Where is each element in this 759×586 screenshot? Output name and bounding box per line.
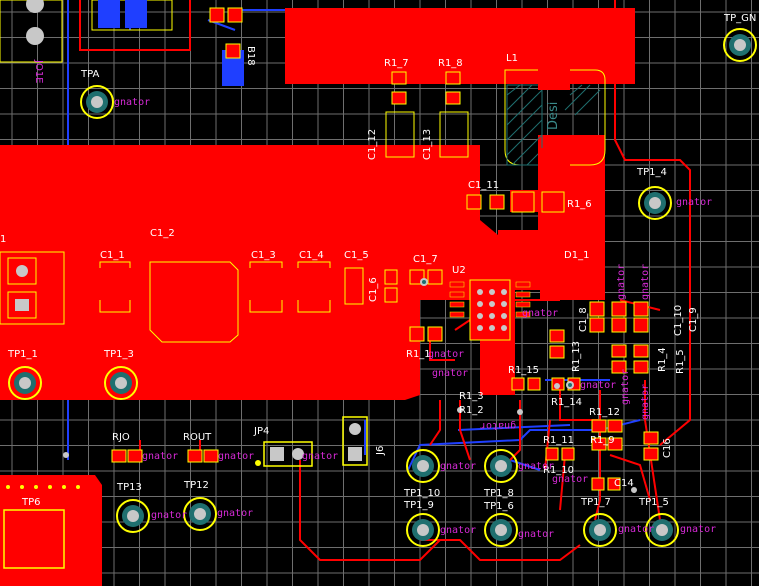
label-j6: J6 <box>375 445 386 455</box>
net-jp4: gnator <box>302 451 339 462</box>
net-tp1-7: gnator <box>618 524 655 535</box>
label-tp12: TP12 <box>184 480 209 491</box>
label-r1-1: R1_1 <box>406 349 431 360</box>
label-l1: L1 <box>506 53 518 64</box>
label-tp-gn: TP_GN <box>724 13 757 24</box>
net-tp1-4: gnator <box>676 197 713 208</box>
label-tp1-1: TP1_1 <box>8 349 38 360</box>
j6-header <box>342 416 368 466</box>
label-tp1-10: TP1_10 <box>404 488 441 499</box>
label-tp6: TP6 <box>22 497 41 508</box>
label-rjo: RJO <box>112 432 130 443</box>
l1-footprint <box>504 64 606 174</box>
net-c1-8v: gnator <box>616 263 627 300</box>
net-tp1-5: gnator <box>680 524 717 535</box>
label-r1-4: R1_4 <box>657 347 668 372</box>
net-r1-3: gnator <box>480 420 517 431</box>
label-tp1-3: TP1_3 <box>104 349 134 360</box>
vias <box>63 278 637 493</box>
label-d1-1: D1_1 <box>564 250 590 261</box>
net-tp1-6: gnator <box>518 529 555 540</box>
label-c1-6: C1_6 <box>368 277 379 302</box>
net-tp13: gnator <box>151 510 188 521</box>
label-r1-10: R1_10 <box>543 465 575 476</box>
label-b18: B18 <box>245 46 256 66</box>
label-r1-7: R1_7 <box>384 58 409 69</box>
label-c1-1: C1_1 <box>100 250 125 261</box>
net-tpa: gnator <box>114 97 151 108</box>
net-tp1-10: gnator <box>440 461 477 472</box>
u2-package <box>449 279 531 341</box>
label-c1-3: C1_3 <box>251 250 276 261</box>
label-r1-11: R1_11 <box>543 435 575 446</box>
net-u2-a: gnator <box>522 308 559 319</box>
label-jo1e: JO1E <box>33 60 44 84</box>
label-r1-6: R1_6 <box>567 199 592 210</box>
label-c1-9: C1_9 <box>688 307 699 332</box>
label-r1-2: R1_2 <box>459 405 484 416</box>
net-rjo: gnator <box>142 451 179 462</box>
net-r1-14: gnator <box>580 380 617 391</box>
label-tp1-4: TP1_4 <box>637 167 667 178</box>
net-rout: gnator <box>218 451 255 462</box>
label-c1-4: C1_4 <box>299 250 324 261</box>
label-c1-13: C1_13 <box>422 128 433 160</box>
top-left-connector <box>0 0 173 63</box>
label-designator-ghost: Desi <box>546 101 561 130</box>
jp4-header <box>263 441 313 467</box>
label-l1-ghost: 1 <box>0 234 7 245</box>
label-c14: C14 <box>614 478 634 489</box>
capacitor-footprints <box>99 111 469 343</box>
label-c1-10: C1_10 <box>673 304 684 336</box>
net-tp1-9: gnator <box>440 525 477 536</box>
label-r1-15: R1_15 <box>508 365 540 376</box>
label-r1-14: R1_14 <box>551 397 583 408</box>
net-r1-12: gnator <box>620 368 631 405</box>
label-c1-12: C1_12 <box>367 128 378 160</box>
net-r1-13: gnator <box>640 383 651 420</box>
tp6-pad <box>3 485 80 569</box>
label-tp1-8: TP1_8 <box>484 488 514 499</box>
smd-pads <box>111 7 659 491</box>
label-c1-7: C1_7 <box>413 254 438 265</box>
label-r1-5: R1_5 <box>675 349 686 374</box>
connector-j1-left <box>0 251 65 325</box>
label-c16: C16 <box>662 438 673 458</box>
test-points <box>8 28 757 547</box>
label-r1-3: R1_3 <box>459 391 484 402</box>
net-r1-1: gnator <box>428 349 465 360</box>
label-c1-2: C1_2 <box>150 228 175 239</box>
label-r1-9: R1_9 <box>590 435 615 446</box>
net-tp1-8: gnator <box>518 461 555 472</box>
label-jp4: JP4 <box>254 426 270 437</box>
label-r1-8: R1_8 <box>438 58 463 69</box>
net-u2-b: gnator <box>432 368 469 379</box>
net-c1-9v: gnator <box>640 263 651 300</box>
label-c1-8: C1_8 <box>578 307 589 332</box>
label-tp13: TP13 <box>117 482 142 493</box>
net-r1-10: gnator <box>552 474 589 485</box>
label-rout: ROUT <box>183 432 212 443</box>
label-tp1-6: TP1_6 <box>484 501 514 512</box>
label-c1-5: C1_5 <box>344 250 369 261</box>
label-u2: U2 <box>452 265 466 276</box>
label-tp1-7: TP1_7 <box>581 497 611 508</box>
net-tp12: gnator <box>217 508 254 519</box>
label-tp1-5: TP1_5 <box>639 497 669 508</box>
label-tpa: TPA <box>81 69 100 80</box>
b18-bottom-pad <box>222 50 244 86</box>
label-r1-12: R1_12 <box>589 407 621 418</box>
label-tp1-9: TP1_9 <box>404 500 434 511</box>
label-c1-11: C1_11 <box>468 180 500 191</box>
label-r1-13: R1_13 <box>571 340 582 372</box>
